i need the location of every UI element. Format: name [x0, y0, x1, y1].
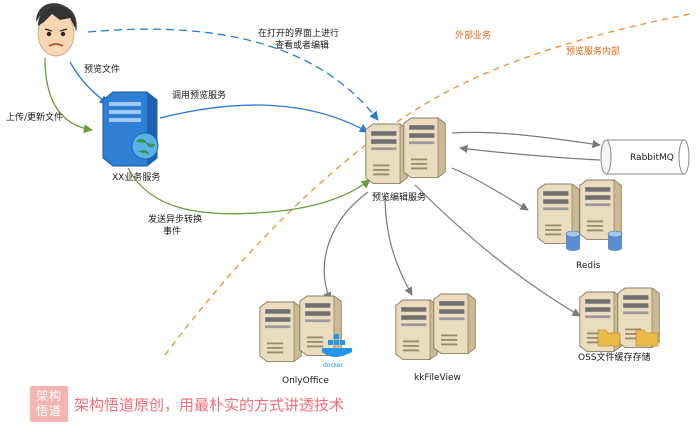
oss-storage-icon — [579, 287, 660, 352]
edge-to-rabbitmq — [451, 131, 601, 149]
xx-service-label: XX业务服务 — [112, 171, 160, 183]
kkfileview-label: kkFileView — [414, 373, 461, 383]
redis-label: Redis — [576, 261, 601, 271]
edge-label-call-preview: 调用预览服务 — [172, 89, 226, 101]
onlyoffice-label: OnlyOffice — [282, 376, 329, 386]
edge-label-open-view-1: 在打开的界面上进行 — [258, 27, 339, 39]
edge-from-rabbitmq — [459, 144, 601, 161]
xx-service-icon — [102, 91, 159, 167]
edge-upload-file — [44, 57, 93, 134]
edge-async-event — [127, 167, 371, 215]
database-icon — [565, 230, 623, 251]
oss-label: OSS文件缓存存储 — [578, 351, 651, 363]
preview-edit-service-icon — [365, 117, 446, 184]
kkfileview-icon — [395, 293, 476, 360]
rabbitmq-label: RabbitMQ — [630, 153, 674, 163]
logo-line-1: 架构 — [35, 389, 62, 403]
folder-icon — [597, 329, 659, 347]
edge-to-redis — [451, 167, 529, 211]
preview-edit-service-label: 预览编辑服务 — [372, 191, 426, 203]
edge-label-upload: 上传/更新文件 — [6, 111, 63, 123]
brand-logo: 架构 悟道 — [30, 386, 68, 422]
edge-label-async-2: 事件 — [163, 225, 181, 237]
docker-icon — [322, 334, 352, 357]
edge-call-preview — [159, 104, 369, 133]
region-label-inside: 预览服务内部 — [566, 45, 620, 57]
footer: 架构 悟道 架构悟道原创，用最朴实的方式讲透技术 — [30, 386, 344, 422]
redis-icon — [537, 179, 623, 251]
rabbitmq-icon — [600, 139, 690, 175]
edge-to-kkfileview — [384, 194, 413, 296]
slogan: 架构悟道原创，用最朴实的方式讲透技术 — [74, 395, 345, 414]
user-avatar-icon — [36, 3, 77, 57]
edge-to-oss — [414, 184, 581, 317]
edge-label-async-1: 发送异步转换 — [148, 213, 202, 225]
region-label-outside: 外部业务 — [455, 29, 491, 41]
edge-label-preview-file: 预览文件 — [84, 63, 120, 75]
docker-label: docker — [323, 362, 344, 369]
edge-open-view — [87, 28, 379, 121]
region-boundary — [164, 13, 691, 356]
logo-line-2: 悟道 — [35, 404, 62, 418]
edge-label-open-view-2: 查看或者编辑 — [275, 39, 329, 51]
edge-to-onlyoffice — [323, 191, 369, 301]
